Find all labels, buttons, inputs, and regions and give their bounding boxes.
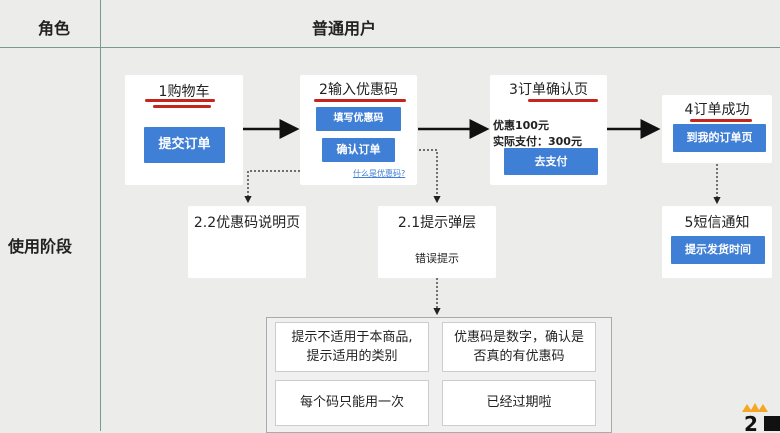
error-case-expired: 已经过期啦 — [442, 380, 596, 426]
success-title: 4订单成功 — [684, 102, 750, 118]
corner-logo-icon: 2 — [742, 403, 780, 431]
confirm-order-button[interactable]: 确认订单 — [322, 138, 395, 162]
error-case-once-only: 每个码只能用一次 — [275, 380, 429, 426]
sms-title: 5短信通知 — [684, 215, 750, 231]
what-is-coupon-link[interactable]: 什么是优惠码? — [353, 169, 406, 178]
highlight-underline — [314, 99, 406, 102]
highlight-underline — [690, 119, 752, 122]
coupon-explain-title: 2.2优惠码说明页 — [193, 215, 301, 231]
cart-title: 1购物车 — [158, 84, 210, 100]
sms-card: 5短信通知 提示发货时间 — [662, 206, 772, 278]
error-popup-card: 2.1提示弹层 错误提示 — [378, 206, 496, 278]
error-popup-title: 2.1提示弹层 — [397, 215, 477, 231]
success-card: 4订单成功 到我的订单页 — [662, 95, 772, 163]
submit-order-button[interactable]: 提交订单 — [144, 127, 225, 163]
cart-card: 1购物车 提交订单 — [125, 75, 243, 185]
highlight-underline — [145, 99, 215, 102]
highlight-underline — [153, 105, 211, 108]
confirm-title: 3订单确认页 — [509, 82, 588, 98]
row-divider — [0, 47, 780, 48]
confirm-card: 3订单确认页 优惠100元 实际支付：300元 去支付 — [490, 75, 607, 185]
role-header: 角色 — [38, 19, 71, 38]
ship-time-button[interactable]: 提示发货时间 — [671, 236, 765, 264]
user-header: 普通用户 — [312, 19, 377, 38]
stage-label: 使用阶段 — [8, 237, 73, 256]
highlight-underline — [528, 99, 598, 102]
coupon-card: 2输入优惠码 填写优惠码 确认订单 — [300, 75, 417, 185]
dotted-to-explain — [244, 170, 300, 204]
svg-text:2: 2 — [744, 412, 758, 431]
pay-button[interactable]: 去支付 — [504, 148, 598, 175]
coupon-title: 2输入优惠码 — [319, 82, 398, 98]
coupon-explain-card: 2.2优惠码说明页 — [188, 206, 306, 278]
discount-text: 优惠100元 — [493, 119, 549, 132]
column-divider — [100, 0, 101, 431]
error-case-check-code: 优惠码是数字，确认是 否真的有优惠码 — [442, 322, 596, 372]
error-case-not-applicable: 提示不适用于本商品, 提示适用的类别 — [275, 322, 429, 372]
error-popup-body: 错误提示 — [415, 252, 459, 265]
my-orders-button[interactable]: 到我的订单页 — [673, 124, 766, 152]
fill-coupon-button[interactable]: 填写优惠码 — [316, 107, 401, 131]
paid-text: 实际支付：300元 — [493, 135, 582, 148]
